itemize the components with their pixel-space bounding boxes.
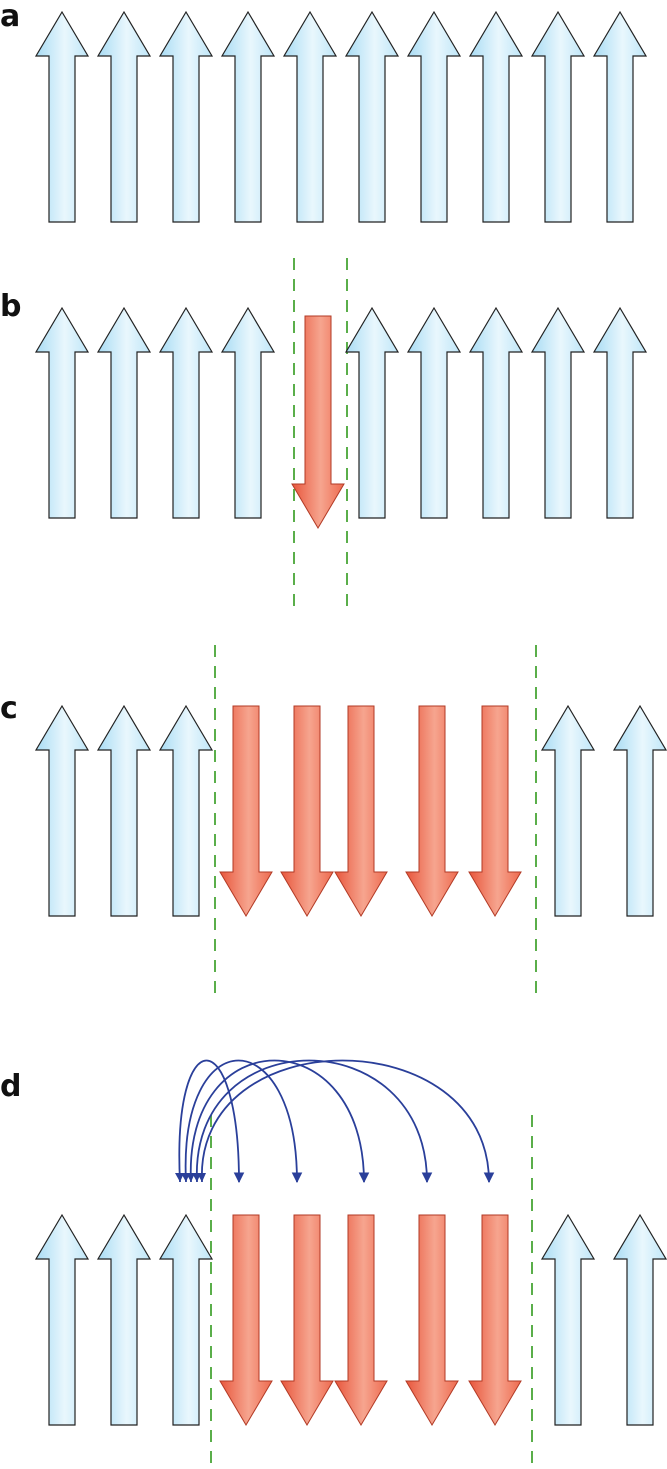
arrow-up-icon	[158, 306, 214, 519]
interaction-arc	[178, 1059, 245, 1184]
interaction-arc	[201, 1059, 495, 1184]
arrow-up-icon	[592, 306, 648, 519]
arrow-up-icon	[592, 10, 648, 223]
arrow-down-icon	[405, 705, 459, 917]
panel-b	[34, 258, 648, 608]
interaction-arc	[196, 1059, 433, 1184]
arrow-up-icon	[96, 704, 152, 917]
arrow-up-icon	[540, 704, 596, 917]
panel-a	[34, 10, 648, 223]
arrow-down-icon	[405, 1214, 459, 1426]
arrow-up-icon	[344, 10, 400, 223]
panel-c	[34, 645, 667, 998]
arrow-up-icon	[612, 1213, 667, 1426]
arrow-up-icon	[220, 10, 276, 223]
panel-d	[34, 1059, 667, 1469]
arrow-down-icon	[219, 1214, 273, 1426]
arrow-up-icon	[158, 704, 214, 917]
arrow-down-icon	[334, 1214, 388, 1426]
panel-label-d: d	[0, 1069, 22, 1104]
arrow-up-icon	[96, 1213, 152, 1426]
arrow-down-icon	[334, 705, 388, 917]
panel-label-b: b	[0, 289, 22, 324]
arrow-down-icon	[291, 315, 345, 529]
arrow-down-icon	[280, 1214, 334, 1426]
arrow-up-icon	[406, 306, 462, 519]
arc-head-icon	[186, 1173, 195, 1182]
interaction-arc	[190, 1059, 370, 1184]
arrow-up-icon	[158, 10, 214, 223]
arrow-up-icon	[220, 306, 276, 519]
panel-label-c: c	[0, 691, 18, 726]
arc-head-icon	[197, 1173, 206, 1182]
arrow-up-icon	[34, 1213, 90, 1426]
arrow-up-icon	[468, 10, 524, 223]
arrow-up-icon	[406, 10, 462, 223]
arc-head-icon	[175, 1173, 184, 1182]
arrow-down-icon	[468, 1214, 522, 1426]
arrow-up-icon	[96, 306, 152, 519]
arrow-down-icon	[280, 705, 334, 917]
arrow-up-icon	[34, 10, 90, 223]
arrow-up-icon	[612, 704, 667, 917]
arrow-up-icon	[158, 1213, 214, 1426]
arrow-up-icon	[530, 306, 586, 519]
arrow-up-icon	[344, 306, 400, 519]
arrow-up-icon	[530, 10, 586, 223]
arrow-down-icon	[468, 705, 522, 917]
arrow-up-icon	[468, 306, 524, 519]
arrow-up-icon	[34, 306, 90, 519]
panel-label-a: a	[0, 0, 21, 34]
arrow-up-icon	[540, 1213, 596, 1426]
arrow-up-icon	[96, 10, 152, 223]
arrow-down-icon	[219, 705, 273, 917]
arrow-up-icon	[282, 10, 338, 223]
interaction-arc	[184, 1059, 303, 1184]
arrow-up-icon	[34, 704, 90, 917]
